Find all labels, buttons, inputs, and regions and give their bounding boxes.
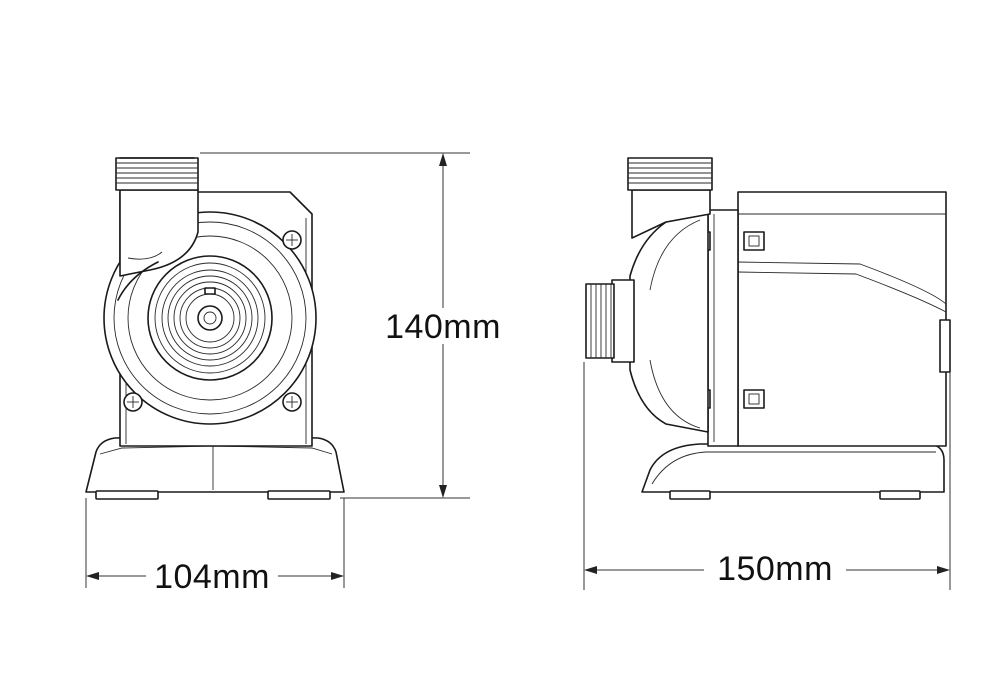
screw-bottom-right-icon bbox=[282, 392, 302, 412]
side-base bbox=[641, 443, 945, 493]
front-inlet-outer bbox=[147, 255, 273, 381]
side-volute bbox=[629, 213, 709, 433]
side-motor-body bbox=[737, 191, 947, 447]
length-label: 150mm bbox=[717, 550, 833, 588]
screw-bottom-left-icon bbox=[123, 392, 143, 412]
side-foot-front bbox=[669, 490, 711, 500]
side-bolt-bottom bbox=[743, 389, 765, 409]
side-view-pump bbox=[585, 157, 951, 500]
height-label: 140mm bbox=[385, 308, 501, 346]
front-view-pump bbox=[85, 157, 345, 500]
screw-top-right-icon bbox=[282, 230, 302, 250]
width-label: 104mm bbox=[154, 558, 270, 596]
side-bolt-top bbox=[743, 231, 765, 251]
side-inlet-thread bbox=[585, 283, 615, 359]
side-foot-rear bbox=[879, 490, 921, 500]
front-outlet-neck bbox=[119, 189, 199, 277]
height-dimension: 140mm bbox=[200, 152, 501, 499]
side-inlet-collar bbox=[611, 279, 635, 363]
length-dimension: 150mm bbox=[583, 362, 951, 590]
side-flange bbox=[707, 209, 739, 447]
width-dimension: 104mm bbox=[85, 498, 345, 596]
side-cable-port bbox=[939, 319, 951, 373]
front-impeller-hub bbox=[197, 305, 223, 331]
front-foot-right bbox=[267, 490, 331, 500]
front-foot-left bbox=[95, 490, 159, 500]
